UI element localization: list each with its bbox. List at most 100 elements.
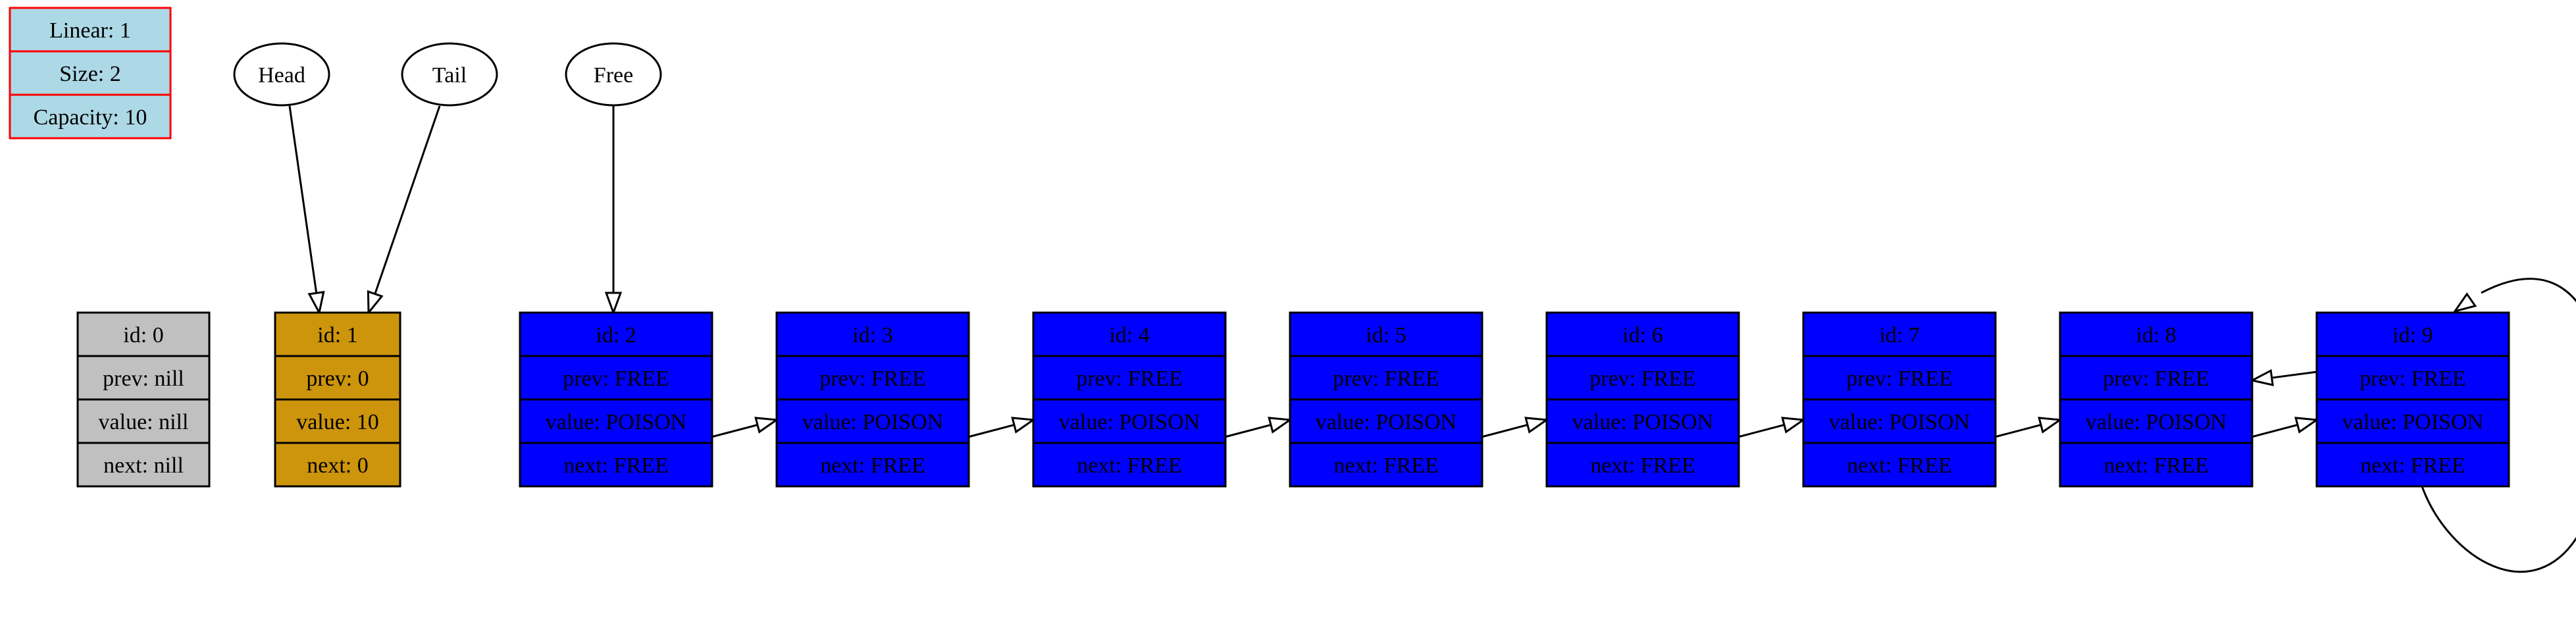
node-prev-label: prev: FREE [1846,367,1952,391]
node-cell-next [76,442,211,488]
prev-edge-7 [2249,369,2323,386]
node-cell-next [1032,442,1227,488]
self-loop-edge [2421,278,2576,573]
node-cell-value [519,398,713,444]
arrowhead [1781,417,1807,434]
node-id-label: id: 7 [1879,323,1919,347]
node-id-label: id: 3 [852,323,892,347]
node-next-label: next: 0 [307,453,368,478]
node-cell-prev [2315,355,2510,401]
arrowhead [1268,417,1293,434]
node-prev-label: prev: FREE [1076,367,1182,391]
next-edge-3-line [1478,424,1528,439]
node-value-label: value: POISON [1059,410,1200,434]
node-value-label: value: POISON [2342,410,2483,434]
arrowhead [604,292,623,316]
info-table-row: Capacity: 10 [34,105,147,130]
node-next-label: next: FREE [563,453,669,478]
node-value-label: value: nill [99,410,189,434]
head-pointer-ellipse [233,42,330,107]
next-edge-0 [708,417,780,439]
node-next-label: next: FREE [1333,453,1439,478]
arrowhead [1011,417,1037,434]
node-value-label: value: 10 [296,410,379,434]
node-prev-label: prev: FREE [819,367,925,391]
next-edge-5 [1992,417,2063,439]
edges-layer [288,105,2576,573]
node-cell-prev [2059,355,2254,401]
arrowhead [754,417,780,434]
tail-pointer-arrow [367,105,441,316]
next-edge-2-line [1222,424,1272,439]
node-cell-id [1032,311,1227,357]
prev-edge-7-line [2271,370,2323,379]
next-edge-4-line [1735,424,1785,439]
node-value-label: value: POISON [1829,410,1970,434]
free-pointer-ellipse [565,42,662,107]
node-cell-next [2315,442,2510,488]
next-edge-4 [1735,417,1807,439]
next-edge-6-line [2248,424,2298,439]
node-cell-next [775,442,970,488]
node-next-label: next: FREE [1847,453,1952,478]
node-id-label: id: 1 [317,323,357,347]
node-cell-next [274,442,401,488]
head-pointer-arrow-line [288,105,318,294]
arrowhead [1524,417,1550,434]
next-edge-5-line [1992,424,2042,439]
free-pointer-label: Free [594,63,633,88]
node-cell-id [1289,311,1483,357]
node-cell-next [519,442,713,488]
node-id-label: id: 5 [1366,323,1406,347]
node-cell-prev [1032,355,1227,401]
node-cell-value [274,398,401,444]
node-value-label: value: POISON [802,410,943,434]
head-pointer-label: Head [258,63,305,88]
node-cell-value [1802,398,1997,444]
node-value-label: value: POISON [1316,410,1456,434]
node-cell-id [2059,311,2254,357]
info-table-cell [9,93,172,140]
node-next-label: next: FREE [2360,453,2465,478]
node-next-label: next: FREE [820,453,925,478]
node-cell-prev [76,355,211,401]
list-node-7: id: 7 prev: FREE value: POISON next: FREE [1802,311,1997,488]
node-id-label: id: 4 [1109,323,1149,347]
tail-pointer-arrow-line [374,105,441,295]
node-cell-id [274,311,401,357]
info-table-cell [9,7,172,53]
node-id-label: id: 0 [123,323,163,347]
node-cell-value [1032,398,1227,444]
node-next-label: next: FREE [1077,453,1182,478]
node-cell-id [2315,311,2510,357]
node-next-label: next: FREE [2103,453,2209,478]
list-node-3: id: 3 prev: FREE value: POISON next: FREE [775,311,970,488]
node-cell-value [2315,398,2510,444]
node-cell-next [2059,442,2254,488]
node-cell-prev [274,355,401,401]
next-edge-0-line [708,424,758,439]
node-cell-prev [1802,355,1997,401]
node-id-label: id: 2 [596,323,636,347]
next-edge-6 [2248,417,2320,439]
arrowhead [2038,417,2063,434]
node-cell-value [2059,398,2254,444]
next-edge-2 [1222,417,1293,439]
next-edge-1 [965,417,1037,439]
arrowhead [2452,292,2477,313]
tail-pointer: Tail [401,42,498,107]
node-prev-label: prev: FREE [2103,367,2209,391]
node-cell-value [775,398,970,444]
self-loop-line [2421,278,2576,573]
node-cell-next [1802,442,1997,488]
head-pointer: Head [233,42,330,107]
tail-pointer-ellipse [401,42,498,107]
